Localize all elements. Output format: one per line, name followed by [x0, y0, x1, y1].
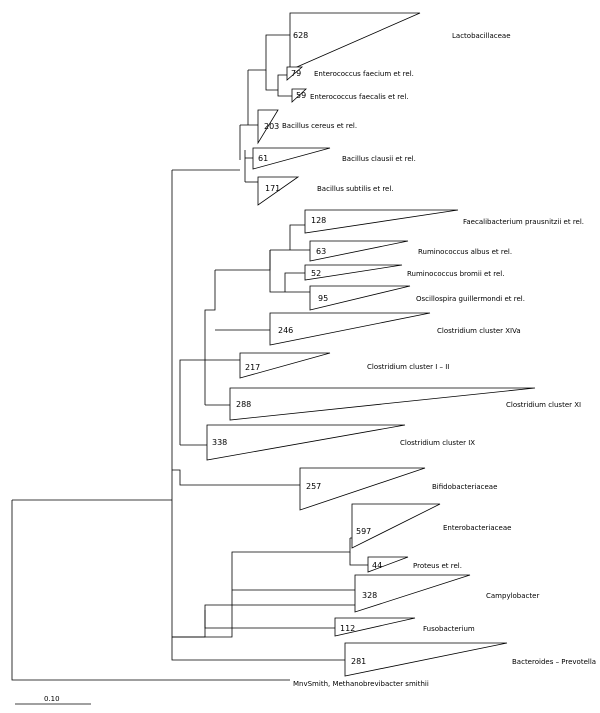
label-campylobacter: Campylobacter	[486, 592, 539, 600]
bifidobacteriaceae-triangle	[299, 467, 426, 511]
lactobacillaceae-branch	[248, 34, 290, 71]
count-ruminococcus-bromii: 52	[311, 269, 321, 278]
count-clostridium-ix: 338	[212, 438, 227, 447]
count-bacillus-cereus: 203	[264, 122, 279, 131]
clostridia-inner-node	[204, 270, 230, 406]
count-enterococcus-faecalis: 59	[296, 91, 306, 100]
enterobacteriaceae-triangle	[351, 503, 441, 549]
label-clostridium-xiva: Clostridium cluster XIVa	[437, 327, 521, 335]
bacillus-subtilis-triangle	[257, 176, 300, 206]
count-clostridium-i-ii: 217	[245, 363, 260, 372]
faecali-rumino-node	[270, 224, 310, 251]
lactobacillaceae-triangle	[289, 12, 421, 71]
rumino-node	[215, 250, 271, 331]
count-campylobacter: 328	[362, 591, 377, 600]
clostridia-node	[179, 359, 207, 446]
label-bacillus-clausii: Bacillus clausii et rel.	[342, 155, 416, 163]
count-clostridium-xi: 288	[236, 400, 251, 409]
count-faecalibacterium: 128	[311, 216, 326, 225]
count-bacteroides-prevotella: 281	[351, 657, 366, 666]
clade-labels: Lactobacillaceae Enterococcus faecium et…	[282, 32, 596, 688]
count-ruminococcus-albus: 63	[316, 247, 326, 256]
count-bacillus-clausii: 61	[258, 154, 268, 163]
label-bacteroides-prevotella: Bacteroides – Prevotella	[512, 658, 596, 666]
bacteroides-prevotella-triangle	[344, 642, 508, 677]
enterococcus-node	[265, 70, 292, 97]
clostridium-xiva-triangle	[269, 312, 431, 346]
count-oscillospira: 95	[318, 294, 328, 303]
label-bacillus-subtilis: Bacillus subtilis et rel.	[317, 185, 394, 193]
oscillospira-triangle	[309, 285, 411, 311]
label-oscillospira: Oscillospira guillermondi et rel.	[416, 295, 525, 303]
fusobacterium-branch	[204, 610, 335, 629]
main-branch	[12, 170, 173, 637]
count-enterobacteriaceae: 597	[356, 527, 371, 536]
count-lactobacillaceae: 628	[293, 31, 308, 40]
bifido-branch	[172, 469, 300, 486]
faecalibacterium-triangle	[304, 209, 459, 234]
tree-branches	[11, 34, 368, 681]
label-bifidobacteriaceae: Bifidobacteriaceae	[432, 483, 497, 491]
ruminococcus-albus-triangle	[309, 240, 409, 262]
proteobacteria-node	[172, 604, 355, 638]
clade-counts: 628 79 59 203 61 171 128 63 52 95 246 21…	[212, 31, 382, 666]
bacillus-cereus-triangle	[257, 109, 279, 145]
count-fusobacterium: 112	[340, 624, 355, 633]
label-enterococcus-faecium: Enterococcus faecium et rel.	[314, 70, 414, 78]
clostridium-i-ii-triangle	[239, 352, 331, 379]
clostridium-xi-triangle	[229, 387, 536, 421]
label-clostridium-i-ii: Clostridium cluster I – II	[367, 363, 449, 371]
count-enterococcus-faecium: 79	[291, 69, 301, 78]
label-lactobacillaceae: Lactobacillaceae	[452, 32, 511, 40]
label-ruminococcus-bromii: Ruminococcus bromii et rel.	[407, 270, 504, 278]
count-bifidobacteriaceae: 257	[306, 482, 321, 491]
enterococcus-faecalis-triangle	[291, 88, 308, 103]
clostridium-ix-triangle	[206, 424, 406, 461]
proteus-triangle	[367, 556, 409, 573]
ruminococcus-bromii-triangle	[304, 264, 403, 281]
label-ruminococcus-albus: Ruminococcus albus et rel.	[418, 248, 512, 256]
fusobacterium-triangle	[334, 617, 416, 637]
label-faecalibacterium: Faecalibacterium prausnitzii et rel.	[463, 218, 584, 226]
count-bacillus-subtilis: 171	[265, 184, 280, 193]
label-outgroup: MnvSmith, Methanobrevibacter smithii	[293, 680, 429, 688]
label-enterobacteriaceae: Enterobacteriaceae	[443, 524, 511, 532]
bacteroides-branch	[171, 637, 345, 661]
campylobacter-triangle	[354, 574, 471, 613]
count-proteus: 44	[372, 561, 382, 570]
label-clostridium-xi: Clostridium cluster XI	[506, 401, 581, 409]
root-branch	[11, 500, 290, 681]
scale-bar: 0.10	[15, 695, 91, 705]
label-bacillus-cereus: Bacillus cereus et rel.	[282, 122, 357, 130]
enterococcus-faecium-triangle	[286, 66, 304, 81]
gram-neg-node	[172, 538, 355, 638]
bromii-oscillo-node	[269, 250, 310, 293]
count-clostridium-xiva: 246	[278, 326, 293, 335]
label-fusobacterium: Fusobacterium	[423, 625, 475, 633]
scale-bar-label: 0.10	[44, 695, 60, 703]
collapsed-clades	[206, 12, 536, 677]
label-proteus: Proteus et rel.	[413, 562, 462, 570]
label-clostridium-ix: Clostridium cluster IX	[400, 439, 475, 447]
label-enterococcus-faecalis: Enterococcus faecalis et rel.	[310, 93, 409, 101]
bacillus-clausii-triangle	[252, 147, 331, 170]
